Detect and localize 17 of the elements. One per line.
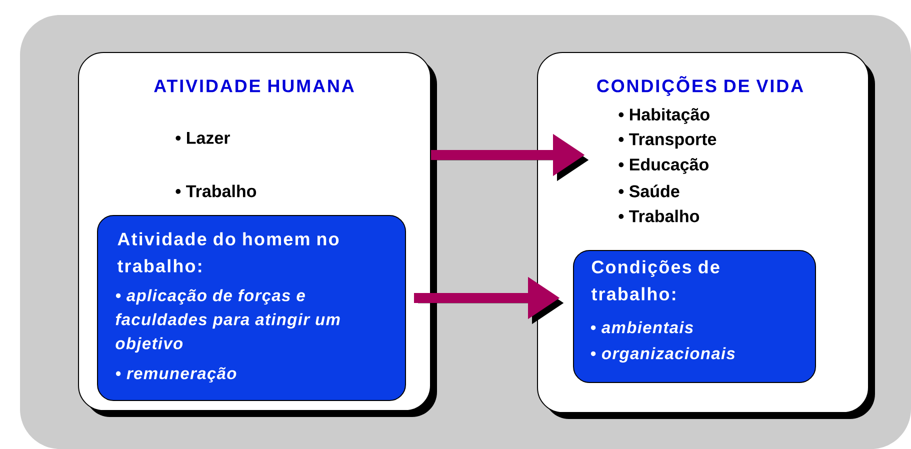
list-item: • Saúde (618, 184, 680, 198)
list-item: • Trabalho (176, 184, 256, 198)
list-item: • aplicação de forças e faculdades para atingir um objetivo (116, 289, 340, 353)
box (573, 250, 816, 383)
list-item: • Habitação (618, 108, 710, 124)
list-item: • organizacionais (590, 347, 735, 363)
list-item: • remuneração (116, 367, 236, 382)
box-heading: ATIVIDADE HUMANA (154, 80, 354, 92)
list-item: • Trabalho (618, 210, 700, 222)
list-item: • Educação (618, 158, 708, 174)
box-heading: Atividade do homem no trabalho: (117, 232, 339, 272)
box-heading: CONDIÇÕES DE VIDA (597, 76, 804, 96)
list-item: • Lazer (176, 132, 230, 144)
list-item: • Transporte (618, 133, 716, 149)
box-heading: Condições de trabalho: (591, 260, 720, 300)
list-item: • ambientais (590, 321, 694, 334)
box (97, 215, 406, 401)
